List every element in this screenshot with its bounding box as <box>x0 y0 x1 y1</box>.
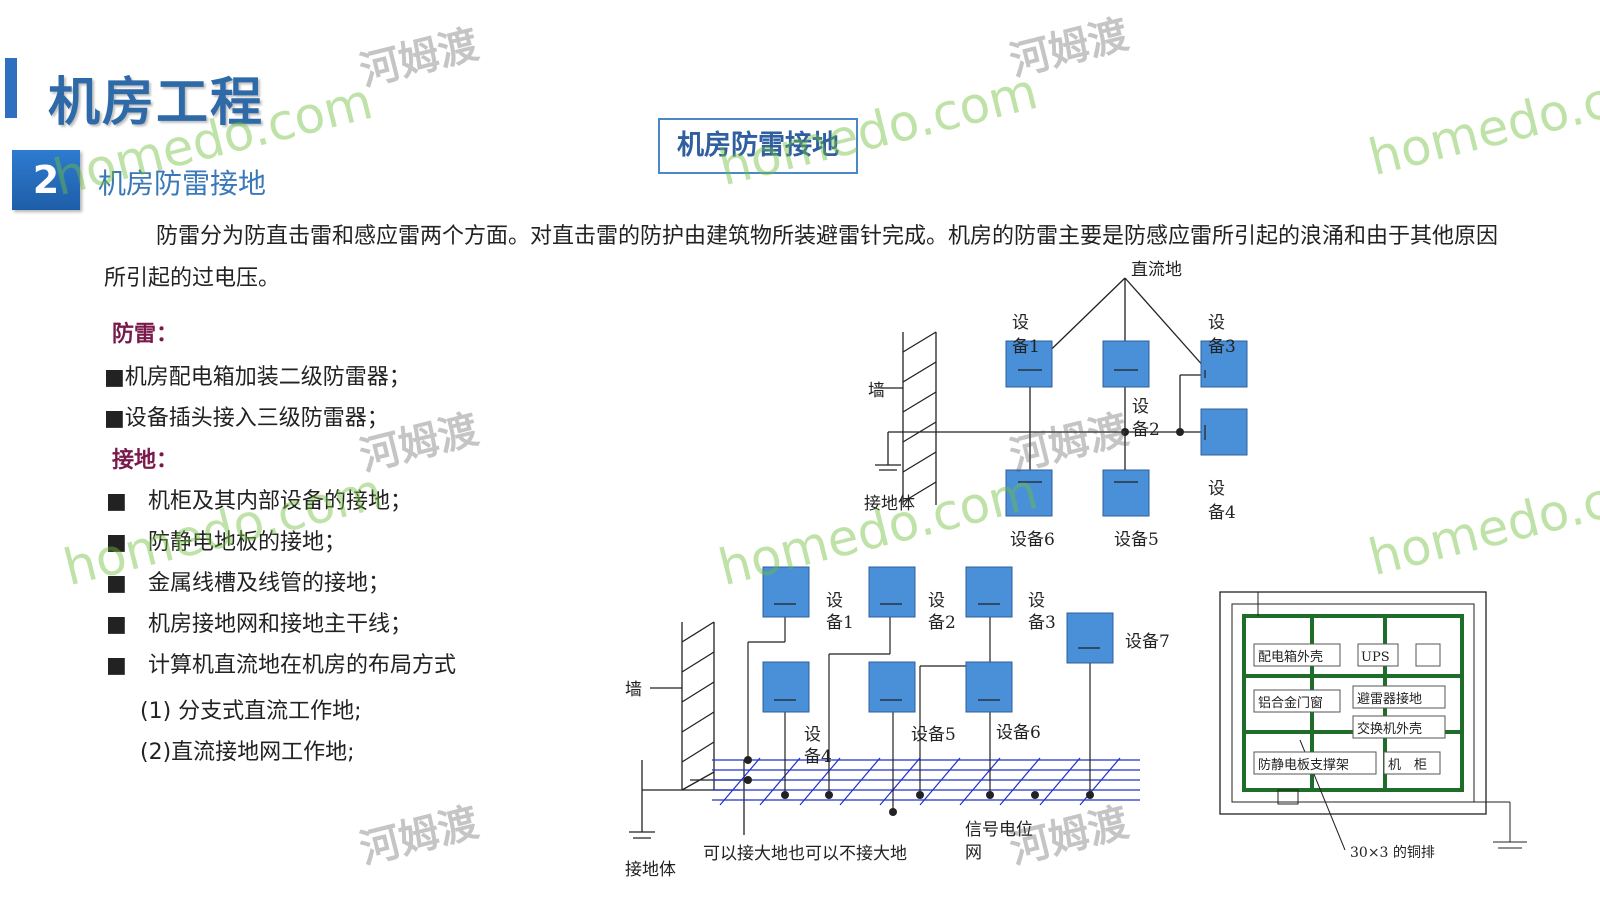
label-copper-bar: 30×3 的铜排 <box>1350 845 1435 861</box>
intro-paragraph: 防雷分为防直击雷和感应雷两个方面。对直击雷的防护由建筑物所装避雷针完成。机房的防… <box>104 224 1499 291</box>
label-d3-switch: 交换机外壳 <box>1357 721 1422 737</box>
label-signal-net-b: 网 <box>965 843 982 863</box>
label-d2-dev4a: 设 <box>804 725 821 745</box>
label-d1-dev2b: 备2 <box>1132 420 1160 440</box>
grounding-item-3: ■ 金属线槽及线管的接地； <box>106 565 390 597</box>
label-d2-dev3b: 备3 <box>1028 613 1056 633</box>
label-d2-dev2a: 设 <box>928 591 945 611</box>
label-signal-net-a: 信号电位 <box>965 820 1033 840</box>
grounding-item-4: ■ 机房接地网和接地主干线； <box>106 606 412 638</box>
grounding-item-text: 金属线槽及线管的接地； <box>148 571 391 596</box>
label-d3-cabinet: 机 柜 <box>1388 758 1427 773</box>
label-d2-dev5: 设备5 <box>911 725 956 745</box>
label-dc-ground: 直流地 <box>1131 260 1182 280</box>
label-wall-2: 墙 <box>625 680 642 700</box>
label-d1-dev4b: 备4 <box>1208 503 1236 523</box>
bullet-marker: ■ <box>106 530 127 555</box>
label-d1-dev1b: 备1 <box>1012 337 1040 357</box>
label-d2-dev3a: 设 <box>1028 591 1045 611</box>
grounding-sub-item-1: (1) 分支式直流工作地; <box>140 699 362 724</box>
section-number-badge: 2 <box>12 150 80 210</box>
label-d2-dev6: 设备6 <box>996 723 1041 743</box>
label-ground-body-1: 接地体 <box>864 494 915 514</box>
section-title: 机房防雷接地 <box>98 167 267 200</box>
grounding-item-text: 机房接地网和接地主干线； <box>148 612 413 637</box>
label-ground-body-2: 接地体 <box>625 860 676 880</box>
label-d3-arrester: 避雷器接地 <box>1357 691 1422 707</box>
page-title: 机房工程 <box>48 73 265 133</box>
label-d1-dev3b: 备3 <box>1208 337 1236 357</box>
label-d1-dev3a: 设 <box>1208 313 1225 333</box>
label-d3-dist-box: 配电箱外壳 <box>1258 649 1323 665</box>
bullet-marker: ■ <box>106 612 127 637</box>
diagram-title-box: 机房防雷接地 <box>658 118 858 174</box>
label-d1-dev5: 设备5 <box>1114 530 1159 550</box>
label-d2-dev2b: 备2 <box>928 613 956 633</box>
label-d3-floor-support: 防静电板支撑架 <box>1258 757 1349 773</box>
bullet-marker: ■ <box>106 489 127 514</box>
bullet-marker: ■ <box>106 571 127 596</box>
bullet-marker: ■ <box>106 653 127 678</box>
label-d1-dev4a: 设 <box>1208 479 1225 499</box>
grounding-item-text: 防静电地板的接地； <box>148 530 347 555</box>
label-d1-dev1a: 设 <box>1012 313 1029 333</box>
label-d2-dev1a: 设 <box>826 591 843 611</box>
lightning-item-1: ■机房配电箱加装二级防雷器； <box>104 365 411 390</box>
label-d2-dev4b: 备4 <box>804 747 832 767</box>
grounding-item-text: 计算机直流地在机房的布局方式 <box>148 653 457 678</box>
label-earth-note: 可以接大地也可以不接大地 <box>703 844 907 864</box>
label-d2-dev1b: 备1 <box>826 613 854 633</box>
label-d3-ups: UPS <box>1361 650 1390 665</box>
grounding-heading: 接地： <box>112 448 179 473</box>
lightning-heading: 防雷： <box>112 322 179 347</box>
label-d1-dev2a: 设 <box>1132 397 1149 417</box>
label-d3-window: 铝合金门窗 <box>1258 695 1323 711</box>
label-d1-dev6: 设备6 <box>1010 530 1055 550</box>
label-d2-dev7: 设备7 <box>1125 632 1170 652</box>
label-wall-1: 墙 <box>868 381 885 401</box>
grounding-sub-item-2: (2)直流接地网工作地; <box>140 740 355 765</box>
grounding-item-text: 机柜及其内部设备的接地； <box>148 489 413 514</box>
header-accent-bar <box>5 58 17 118</box>
grounding-item-1: ■ 机柜及其内部设备的接地； <box>106 483 412 515</box>
grounding-item-5: ■ 计算机直流地在机房的布局方式 <box>106 647 456 679</box>
grounding-item-2: ■ 防静电地板的接地； <box>106 524 346 556</box>
lightning-item-2: ■设备插头接入三级防雷器； <box>104 406 389 431</box>
